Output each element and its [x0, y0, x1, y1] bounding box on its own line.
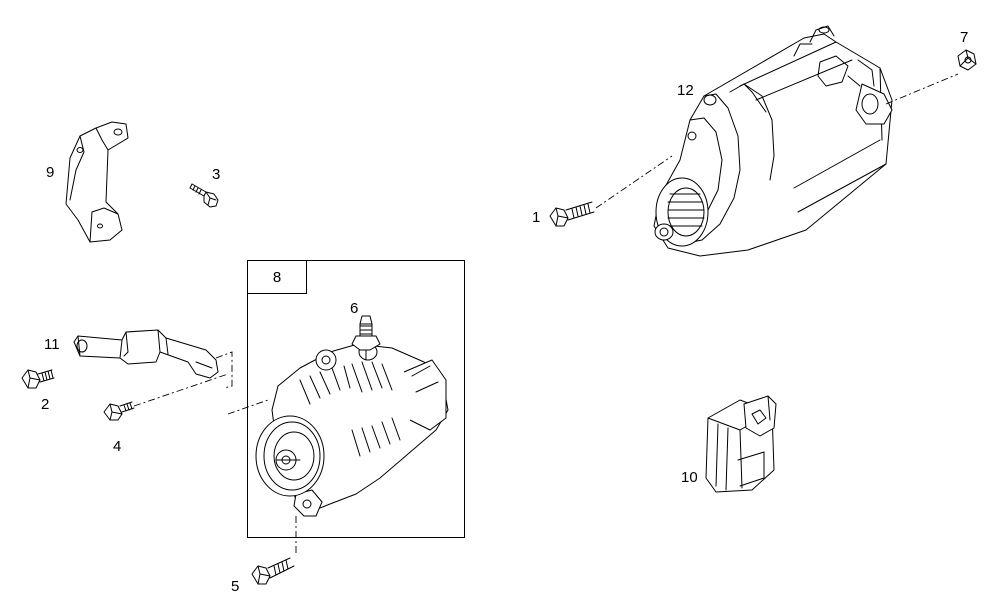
callout-8: 8 — [248, 261, 307, 294]
callout-7: 7 — [960, 29, 969, 46]
terminal-stud-6-drawing — [351, 315, 381, 351]
callout-9: 9 — [46, 164, 55, 181]
callout-4: 4 — [113, 438, 122, 455]
bolt-1-drawing — [549, 201, 595, 227]
starter-motor-12-drawing — [595, 25, 959, 257]
bolt-4-drawing — [103, 373, 229, 421]
callout-6: 6 — [350, 300, 359, 317]
callout-2: 2 — [41, 396, 50, 413]
alternator-frame: 8 — [247, 260, 465, 538]
bracket-9-drawing — [65, 121, 129, 243]
callout-10: 10 — [681, 469, 698, 486]
callout-1: 1 — [532, 209, 541, 226]
bolt-5-drawing — [251, 557, 295, 585]
callout-11: 11 — [44, 336, 60, 353]
bolt-2-drawing — [21, 369, 55, 389]
alternator-8-drawing — [227, 343, 449, 556]
bolt-3-drawing — [189, 183, 219, 208]
nut-7-drawing — [957, 49, 977, 71]
callout-5: 5 — [231, 578, 240, 595]
bracket-11-drawing — [73, 329, 233, 389]
relay-10-drawing — [705, 395, 777, 493]
callout-3: 3 — [212, 166, 221, 183]
callout-12: 12 — [677, 82, 694, 99]
